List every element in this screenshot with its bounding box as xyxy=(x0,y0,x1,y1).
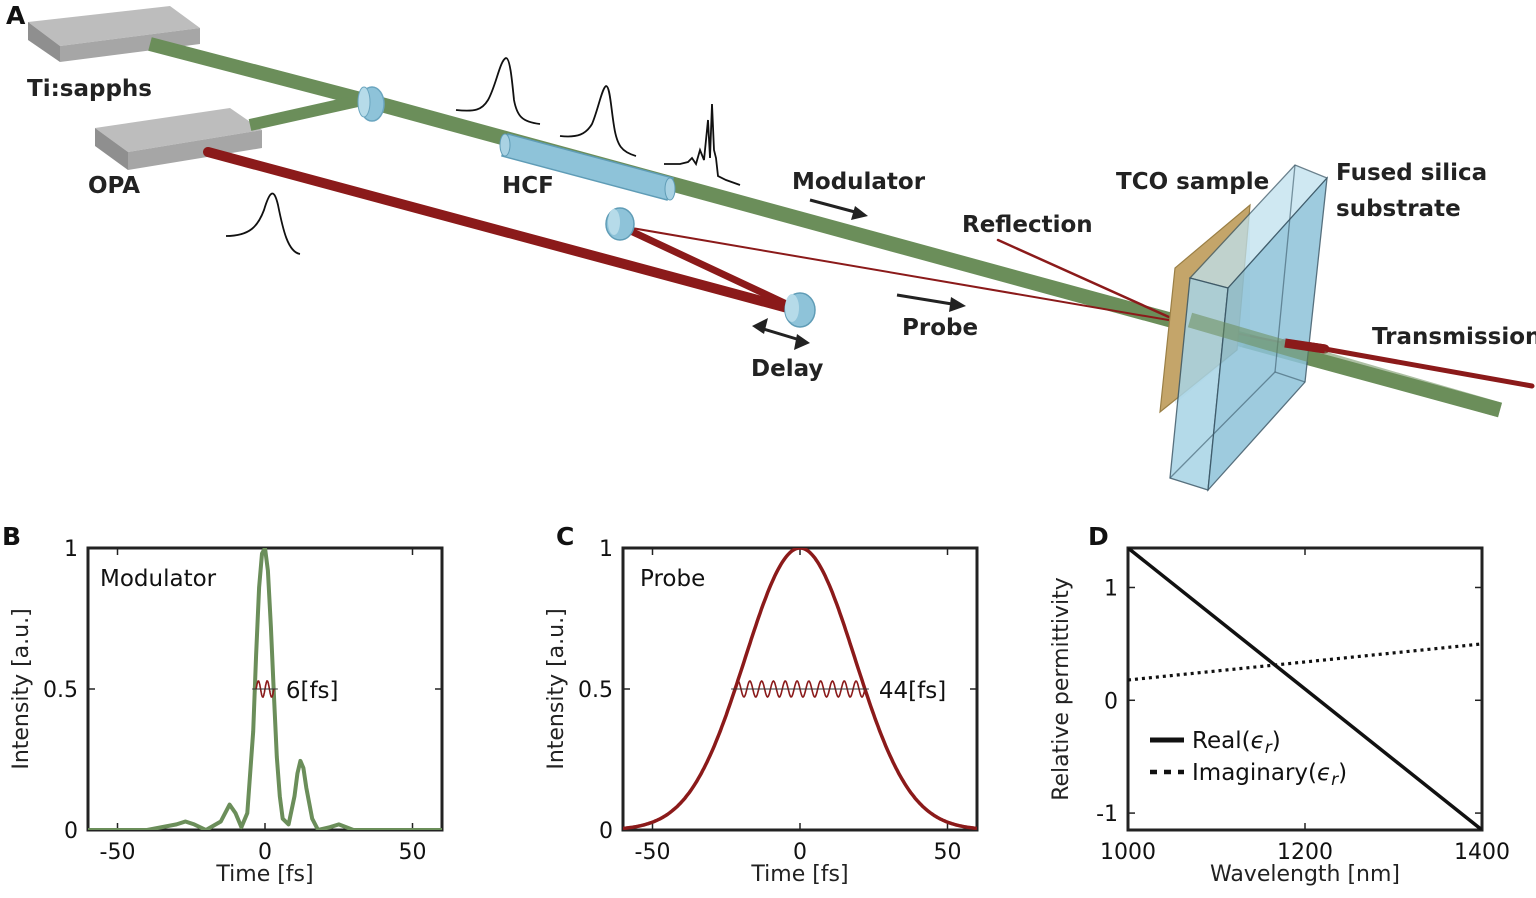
pulse-sketch-opa xyxy=(225,192,301,255)
pulse-sketch-hcf-in xyxy=(559,85,637,157)
panel-letter-a: A xyxy=(6,1,26,30)
x-tick-label: 1200 xyxy=(1277,840,1333,865)
ti-sapphs-laser-box xyxy=(28,6,200,62)
panel-letter-d: D xyxy=(1088,522,1109,551)
delay-double-arrow xyxy=(752,318,810,350)
panel-a-setup-diagram: A xyxy=(6,1,1536,492)
pulse-width-label: 44[fs] xyxy=(879,678,946,704)
y-tick-label: 1 xyxy=(64,537,78,562)
y-tick-label: 0 xyxy=(599,819,613,844)
label-probe: Probe xyxy=(902,315,978,341)
hcf-fiber xyxy=(499,133,676,201)
pulse-width-label: 6[fs] xyxy=(286,678,339,704)
panel-letter-c: C xyxy=(556,522,574,551)
delay-mirror xyxy=(784,292,816,328)
legend-label-1: Imaginary(ϵr) xyxy=(1192,760,1347,790)
y-tick-label: 1 xyxy=(1104,576,1118,601)
x-tick-label: -50 xyxy=(635,840,671,865)
pulse-sketch-ti-sapph xyxy=(455,57,541,125)
panel-letter-b: B xyxy=(2,522,21,551)
label-modulator: Modulator xyxy=(792,169,926,195)
series-line-0 xyxy=(1128,548,1482,830)
modulator-beam-transmitted xyxy=(1187,312,1503,418)
label-fused-silica-line2: substrate xyxy=(1336,196,1461,222)
chart-b-inplot-title: Modulator xyxy=(100,566,217,592)
y-axis-label: Intensity [a.u.] xyxy=(9,608,34,769)
x-axis-label: Wavelength [nm] xyxy=(1210,862,1400,887)
series-line-1 xyxy=(1128,642,1482,682)
x-tick-label: 50 xyxy=(399,840,427,865)
pulse-shape-sketches xyxy=(225,57,741,255)
x-tick-label: 0 xyxy=(793,840,807,865)
legend-label-0: Real(ϵr) xyxy=(1192,728,1281,758)
label-transmission: Transmission xyxy=(1372,324,1536,350)
x-tick-label: 1400 xyxy=(1454,840,1510,865)
transmitted-probe-segment xyxy=(1284,338,1326,354)
label-fused-silica-line1: Fused silica xyxy=(1336,160,1487,186)
y-tick-label: 0.5 xyxy=(43,678,78,703)
label-delay: Delay xyxy=(751,356,823,382)
x-axis-label: Time [fs] xyxy=(750,862,848,887)
series-modulator-line xyxy=(88,548,442,830)
x-tick-label: 50 xyxy=(934,840,962,865)
label-ti-sapphs: Ti:sapphs xyxy=(27,76,152,102)
steering-mirror xyxy=(605,207,635,241)
x-axis-label: Time [fs] xyxy=(215,862,313,887)
y-tick-label: 1 xyxy=(599,537,613,562)
opa-box xyxy=(95,108,262,170)
x-tick-label: -50 xyxy=(100,840,136,865)
chart-c-inplot-title: Probe xyxy=(640,566,705,592)
x-tick-label: 0 xyxy=(258,840,272,865)
y-tick-label: 0 xyxy=(64,819,78,844)
modulator-direction-arrow xyxy=(809,198,868,220)
probe-direction-arrow xyxy=(896,293,966,312)
label-tco-sample: TCO sample xyxy=(1116,169,1269,195)
label-opa: OPA xyxy=(88,173,140,199)
series-probe-gaussian xyxy=(623,548,977,830)
pulse-sketch-hcf-out xyxy=(664,103,741,186)
label-reflection: Reflection xyxy=(962,212,1093,238)
y-axis-label: Relative permittivity xyxy=(1049,577,1074,801)
y-axis-label: Intensity [a.u.] xyxy=(544,608,569,769)
x-tick-label: 1000 xyxy=(1100,840,1156,865)
combiner-optic xyxy=(357,86,385,122)
y-tick-label: -1 xyxy=(1096,802,1118,827)
label-hcf: HCF xyxy=(502,173,554,199)
y-tick-label: 0.5 xyxy=(578,678,613,703)
y-tick-label: 0 xyxy=(1104,689,1118,714)
